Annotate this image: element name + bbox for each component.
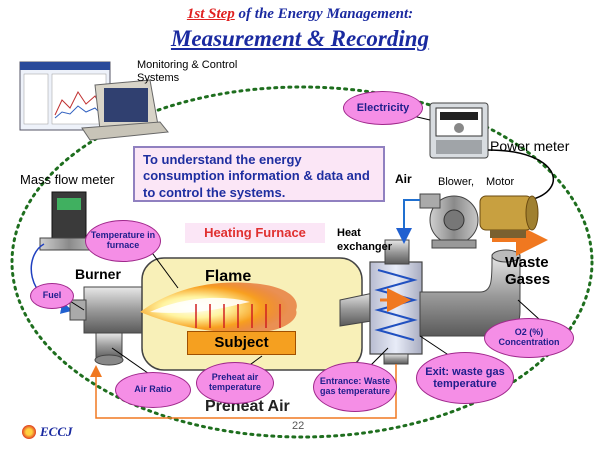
- main-title: Measurement & Recording: [170, 26, 430, 51]
- eccj-logo-icon: [22, 425, 36, 439]
- heating-furnace-label: Heating Furnace: [185, 223, 325, 243]
- power-meter-icon: [429, 102, 489, 159]
- page-number: 22: [292, 420, 305, 432]
- electricity-bubble: Electricity: [343, 91, 423, 125]
- system-boundary: [10, 85, 594, 439]
- air-label: Air: [395, 172, 412, 186]
- blower-label: Blower,: [438, 176, 475, 188]
- air-ratio-bubble: Air Ratio: [115, 372, 191, 408]
- step-suffix: of the Energy Management:: [234, 6, 414, 22]
- step-title: 1st Step of the Energy Management:: [0, 6, 600, 23]
- mass-flow-meter-icon: [39, 191, 99, 251]
- fuel-bubble: Fuel: [30, 283, 74, 309]
- eccj-logo: ECCJ: [40, 424, 73, 439]
- meter-to-motor-cable: [487, 149, 555, 201]
- info-box: To understand the energy consumption inf…: [133, 146, 385, 202]
- waste-gases-label: Waste Gases: [505, 254, 551, 288]
- o2-concentration-bubble: O2 (%) Concentration: [484, 318, 574, 358]
- mass-flow-meter-label: Mass flow meter: [20, 172, 115, 187]
- blower-icon: [419, 193, 479, 249]
- burner-icon: [69, 286, 147, 366]
- entrance-waste-gas-temperature-bubble: Entrance: Waste gas temperature: [313, 362, 397, 412]
- motor-icon: [479, 195, 539, 238]
- subject-label: Subject: [187, 331, 296, 355]
- computer-icon: [19, 61, 169, 141]
- flame-label: Flame: [205, 268, 252, 285]
- air-line: [396, 199, 420, 244]
- burner-label: Burner: [75, 266, 121, 282]
- motor-label: Motor: [486, 176, 515, 188]
- temperature-in-furnace-bubble: Temperature in furnace: [85, 220, 161, 262]
- heat-exchanger-icon: [369, 239, 423, 365]
- heat-arrows: [195, 304, 281, 328]
- power-meter-label: Power meter: [490, 138, 570, 154]
- heat-exchanger-label: Heat exchanger: [337, 227, 393, 253]
- preheat-air-temperature-bubble: Preheat air temperature: [196, 362, 274, 404]
- monitoring-label: Monitoring & Control Systems: [137, 59, 238, 84]
- step-prefix: 1st Step: [186, 6, 235, 22]
- exit-waste-gas-temperature-bubble: Exit: waste gas temperature: [416, 352, 514, 404]
